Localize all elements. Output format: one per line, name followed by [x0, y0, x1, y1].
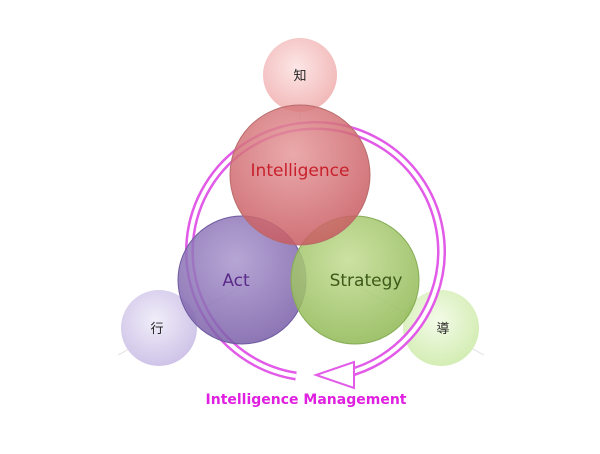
node-left: 行: [121, 290, 197, 366]
cycle-arrowhead: [312, 360, 355, 390]
node-left-label: 行: [150, 322, 163, 337]
venn-intelligence-circle: [229, 104, 371, 246]
node-right-label: 導: [436, 322, 449, 337]
node-top: 知: [263, 38, 337, 112]
venn-intelligence-label: Intelligence: [251, 161, 350, 181]
node-top-label: 知: [293, 68, 306, 84]
venn-strategy-label: Strategy: [330, 271, 403, 291]
node-right: 導: [403, 290, 479, 366]
node-left-circle: [121, 290, 197, 366]
diagram-caption: Intelligence Management: [206, 392, 407, 408]
node-right-circle: [403, 290, 479, 366]
node-top-circle: [263, 38, 337, 112]
venn: Intelligence Act Strategy: [177, 104, 420, 345]
venn-act-label: Act: [222, 271, 250, 291]
